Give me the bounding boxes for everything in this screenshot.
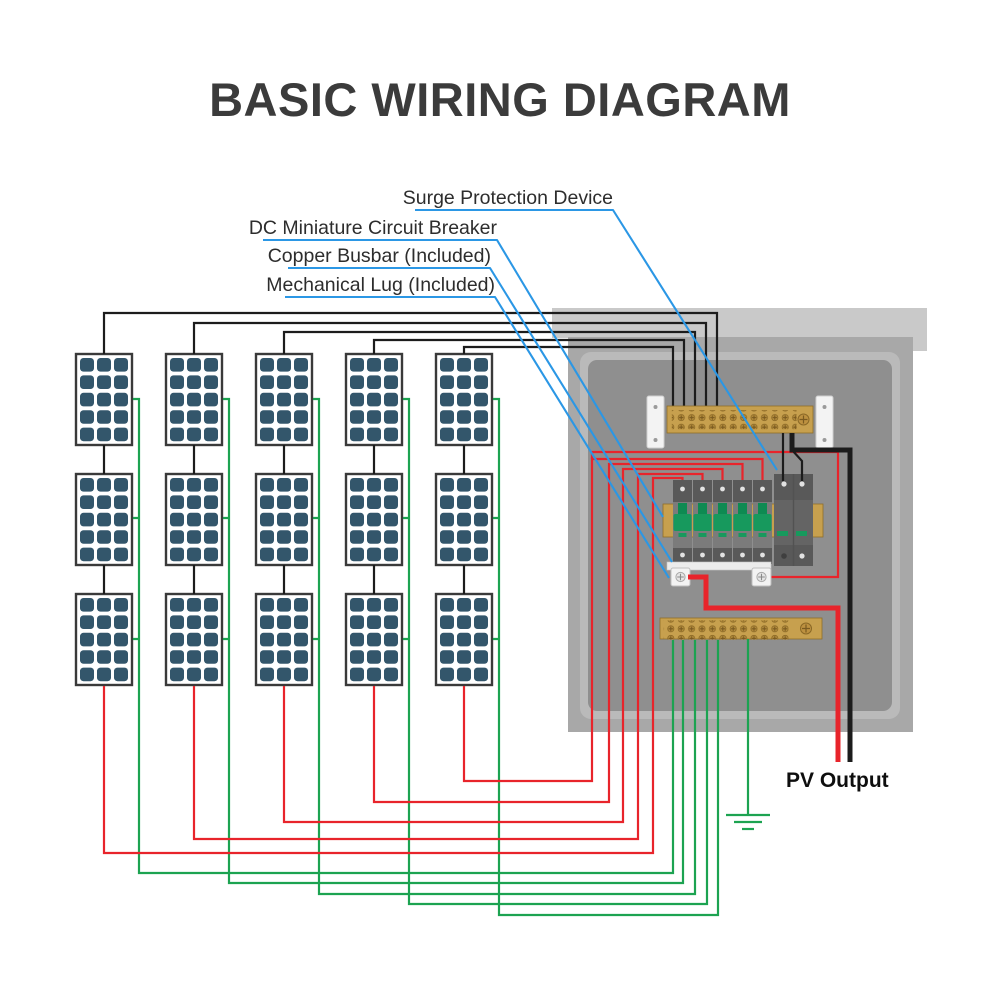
ground-icon xyxy=(726,639,770,831)
dc-breaker xyxy=(693,480,712,564)
solar-panel xyxy=(74,352,134,447)
solar-panel xyxy=(164,472,224,567)
solar-panel xyxy=(344,352,404,447)
solar-panel xyxy=(434,472,494,567)
solar-panel xyxy=(254,592,314,687)
solar-panel xyxy=(74,592,134,687)
solar-panel xyxy=(344,592,404,687)
solar-panel xyxy=(344,472,404,567)
output-copper-busbar xyxy=(666,561,772,571)
leader-copper-busbar xyxy=(288,266,673,563)
pv-output-wires xyxy=(688,433,853,762)
callout-label-surge-protection: Surge Protection Device xyxy=(402,187,613,209)
dc-breaker xyxy=(733,480,752,564)
callout-label-dc-breaker: DC Miniature Circuit Breaker xyxy=(248,217,497,239)
mechanical-lug xyxy=(670,567,691,587)
string-wires-black xyxy=(102,311,719,594)
solar-panel xyxy=(164,352,224,447)
solar-panel xyxy=(74,472,134,567)
pv-output-label: PV Output xyxy=(786,769,889,792)
leader-surge-protection xyxy=(415,208,778,471)
dc-breaker xyxy=(753,480,772,564)
mechanical-lug xyxy=(751,567,772,587)
string-wires-red xyxy=(102,450,840,855)
dc-breaker xyxy=(673,480,692,564)
pv-output-black-wire xyxy=(789,433,853,762)
leader-dc-breaker xyxy=(263,238,664,518)
callout-label-copper-busbar: Copper Busbar (Included) xyxy=(267,245,491,267)
surge-protection-device xyxy=(774,474,813,566)
callout-leader-lines xyxy=(263,208,778,579)
bottom-busbar xyxy=(659,617,823,640)
solar-panel xyxy=(434,352,494,447)
callout-label-mechanical-lug: Mechanical Lug (Included) xyxy=(266,274,495,296)
solar-panel xyxy=(164,592,224,687)
solar-panel xyxy=(254,472,314,567)
mechanical-lugs xyxy=(670,567,772,587)
top-busbar xyxy=(646,395,834,449)
page-title: BASIC WIRING DIAGRAM xyxy=(209,73,791,126)
solar-panel xyxy=(434,592,494,687)
pv-output-red-wire xyxy=(688,574,841,762)
leader-mechanical-lug xyxy=(285,295,670,579)
solar-panel xyxy=(254,352,314,447)
dc-breaker xyxy=(713,480,732,564)
ground-wires-green xyxy=(133,397,720,917)
dc-miniature-circuit-breakers xyxy=(673,480,772,564)
busbar-bracket xyxy=(646,395,665,449)
